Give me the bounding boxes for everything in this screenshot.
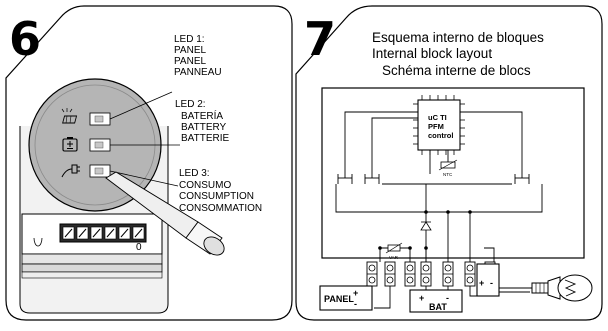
screw-terminal [404, 261, 416, 287]
charge-controller-device: 0 [19, 78, 169, 314]
svg-text:control: control [428, 131, 453, 140]
led-1 [89, 112, 111, 126]
svg-text:-: - [446, 293, 449, 303]
varistor: VAR [385, 242, 403, 260]
terminal-screw [90, 226, 103, 240]
step-6-number: 6 [9, 12, 41, 66]
step-7-panel: 7 Esquema interno de bloques Internal bl… [295, 5, 603, 321]
step-6-panel: 6 0 [5, 5, 293, 321]
block-layout-title: Esquema interno de bloques Internal bloc… [372, 30, 544, 78]
mounting-hole [33, 237, 43, 247]
svg-text:CONSUMO: CONSUMO [179, 180, 231, 191]
svg-text:-: - [354, 299, 357, 309]
terminal-screw [62, 226, 75, 240]
transistor-left-2 [364, 174, 380, 184]
protection-diode [420, 221, 432, 231]
svg-text:-: - [490, 278, 493, 288]
internal-enclosure [321, 87, 585, 259]
battery-box: + - BAT [409, 289, 463, 313]
svg-text:uC TI: uC TI [428, 113, 447, 122]
screw-terminal [384, 261, 396, 287]
led-2 [89, 138, 111, 152]
terminal-screws [366, 261, 496, 287]
plug-icon [499, 274, 593, 302]
svg-text:+: + [419, 293, 424, 303]
svg-text:VAR: VAR [389, 255, 399, 260]
panel-6-border [5, 5, 293, 321]
svg-text:PANEL: PANEL [324, 294, 354, 304]
led-3-label: LED 3: CONSUMO CONSUMPTION CONSOMMATION [179, 168, 262, 214]
mounting-hole-right: 0 [136, 242, 142, 253]
svg-text:CONSOMMATION: CONSOMMATION [179, 203, 262, 214]
svg-text:LED 2:: LED 2: [175, 99, 206, 110]
svg-text:BAT: BAT [429, 302, 447, 312]
svg-text:+: + [479, 278, 484, 288]
terminal-screw [118, 226, 131, 240]
terminal-screw [132, 226, 145, 240]
svg-text:LED 3:: LED 3: [179, 168, 210, 179]
solar-panel-icon [61, 108, 78, 124]
svg-text:Internal block layout: Internal block layout [372, 46, 492, 61]
svg-text:Esquema interno de bloques: Esquema interno de bloques [372, 30, 544, 45]
led-1-label: LED 1: PANEL PANEL PANNEAU [174, 34, 222, 78]
svg-text:BATTERY: BATTERY [181, 122, 227, 133]
battery-icon [62, 137, 78, 152]
screw-terminal [366, 261, 378, 287]
transistor-right [514, 174, 530, 184]
led-3-leader [109, 170, 179, 187]
led-2-label: LED 2: BATERÍA BATTERY BATTERIE [175, 99, 229, 144]
svg-text:NTC: NTC [443, 172, 453, 177]
microcontroller-chip: uC TI PFM control [413, 95, 465, 155]
terminal-screw [76, 226, 89, 240]
svg-text:BATERÍA: BATERÍA [181, 109, 223, 122]
svg-text:PFM: PFM [428, 122, 444, 131]
terminal-block [59, 223, 147, 243]
ntc-sensor: NTC [438, 159, 458, 177]
led-1-leader [109, 91, 173, 120]
screw-terminal [464, 261, 476, 287]
svg-text:LED 1:: LED 1: [174, 34, 205, 45]
plug-icon [61, 164, 80, 178]
svg-text:CONSUMPTION: CONSUMPTION [179, 191, 254, 202]
transistor-left-1 [337, 174, 353, 184]
step-7-number: 7 [304, 12, 336, 66]
solar-panel-box: PANEL + - [319, 285, 373, 311]
panel-7-border [295, 5, 603, 321]
screw-terminal [442, 261, 454, 287]
light-pen-probe [105, 171, 225, 256]
screw-terminal [420, 261, 432, 287]
svg-text:PANNEAU: PANNEAU [174, 67, 222, 78]
switching-transistors [337, 174, 530, 184]
junction-dots [378, 210, 472, 250]
load-terminal-box: + - [476, 263, 500, 297]
svg-text:PANEL: PANEL [174, 45, 206, 56]
led-3 [89, 164, 111, 178]
terminal-screw [104, 226, 117, 240]
svg-text:BATTERIE: BATTERIE [181, 133, 229, 144]
svg-text:PANEL: PANEL [174, 56, 206, 67]
svg-text:+: + [353, 288, 358, 298]
svg-text:Schéma interne de blocs: Schéma interne de blocs [382, 63, 531, 78]
